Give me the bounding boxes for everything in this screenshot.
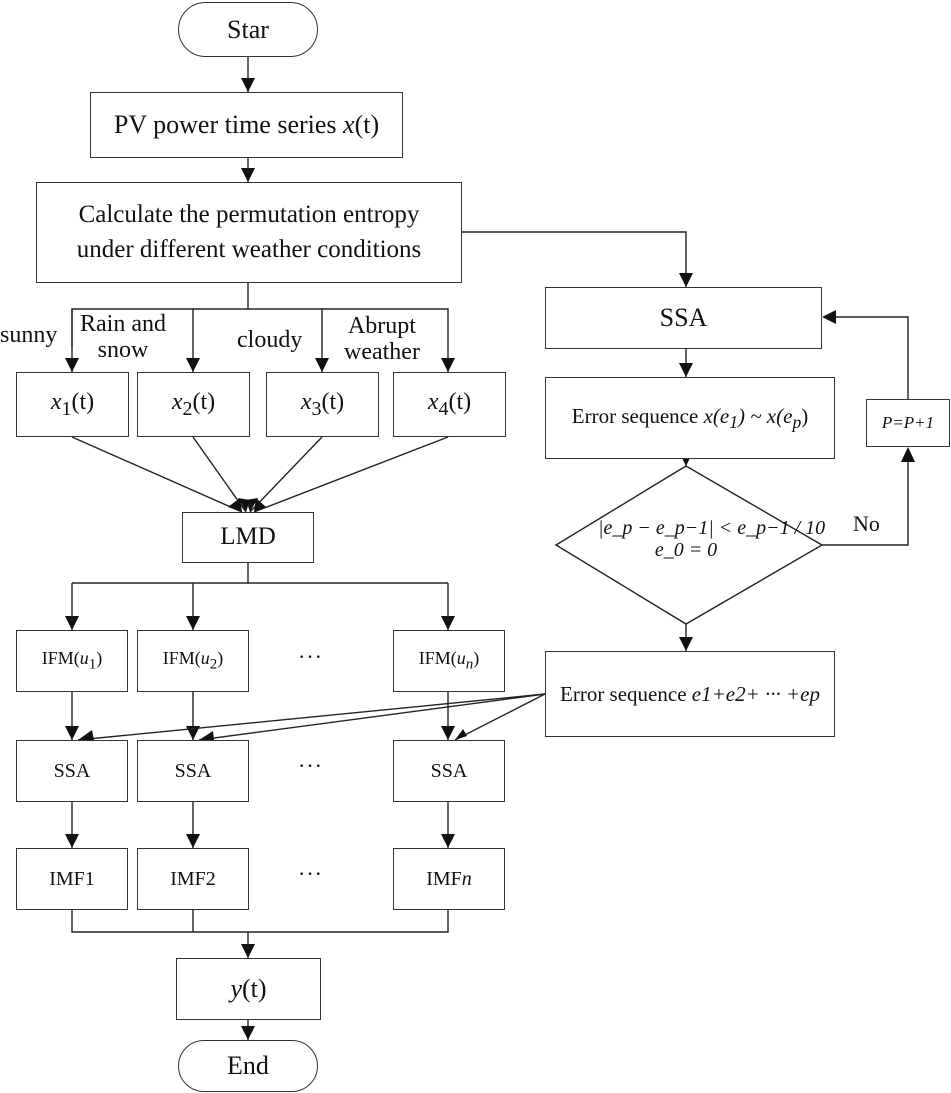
ssa-box-1: SSA <box>16 740 128 802</box>
label-sunny: sunny <box>0 322 58 348</box>
update-p-box: P=P+1 <box>866 399 950 447</box>
error-sequence-box: Error sequence x(e1) ~ x(ep) <box>545 377 835 459</box>
start-label: Star <box>227 14 269 44</box>
start-terminal: Star <box>178 2 318 57</box>
subseries-box-4: x4(t) <box>393 372 506 437</box>
subseries-box-3: x3(t) <box>266 372 379 437</box>
ifm-box-2: IFM(u2) <box>137 630 249 692</box>
ifm-box-1: IFM(u1) <box>16 630 128 692</box>
ellipsis-ssa: ··· <box>298 753 323 778</box>
entropy-line-1: Calculate the permutation entropy <box>78 200 420 228</box>
label-cloudy: cloudy <box>237 327 303 353</box>
subseries-box-1: x1(t) <box>16 372 129 437</box>
entropy-line-2: under different weather conditions <box>76 235 422 263</box>
label-rain-snow: Rain and snow <box>80 311 166 364</box>
decision-text: |e_p − e_p−1| < e_p−1 / 10 e_0 = 0 <box>598 517 826 561</box>
decision-init: e_0 = 0 <box>654 539 718 561</box>
label-abrupt-weather: Abrupt weather <box>344 313 420 366</box>
input-series-label: PV power time series x(t) <box>113 110 380 140</box>
imf-box-2: IMF2 <box>137 848 249 910</box>
input-series-box: PV power time series x(t) <box>90 92 403 158</box>
permutation-entropy-box: Calculate the permutation entropy under … <box>36 182 462 283</box>
end-terminal: End <box>178 1040 318 1092</box>
subseries-box-2: x2(t) <box>137 372 250 437</box>
ssa-box-n: SSA <box>393 740 505 802</box>
ssa-main-box: SSA <box>545 287 822 349</box>
ellipsis-ifm: ··· <box>298 644 323 669</box>
decision-condition: |e_p − e_p−1| < e_p−1 / 10 <box>598 517 826 539</box>
ellipsis-imf: ··· <box>298 861 323 886</box>
lmd-box: LMD <box>182 512 314 563</box>
imf-box-1: IMF1 <box>16 848 128 910</box>
imf-box-n: IMFn <box>393 848 505 910</box>
ssa-box-2: SSA <box>137 740 249 802</box>
error-sum-box: Error sequence e1+e2+ ··· +ep <box>545 651 835 737</box>
output-box: y(t) <box>176 958 321 1020</box>
label-no: No <box>853 511 880 536</box>
ifm-box-n: IFM(un) <box>393 630 505 692</box>
